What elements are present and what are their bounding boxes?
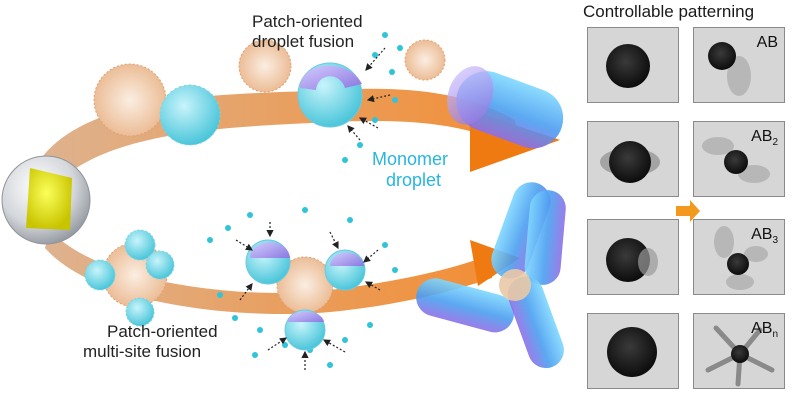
panel-title: Controllable patterning	[583, 2, 755, 21]
cyan-droplet-b3	[145, 250, 175, 280]
tem-tile-ab: AB	[693, 27, 785, 103]
multipod-bottom	[416, 182, 566, 369]
fuzzy-droplet-top	[93, 63, 167, 137]
label-top-fusion-1: Patch-oriented	[252, 12, 363, 31]
label-monomer-1: Monomer	[372, 149, 449, 169]
fuzzy-droplet-small	[238, 39, 292, 93]
label-monomer-2: droplet	[386, 170, 442, 190]
tem-tile-ab3: AB3	[693, 219, 785, 295]
tem-tile-left-2	[587, 121, 679, 197]
fuzzy-droplet-right	[404, 39, 446, 81]
tile-label-abn: ABn	[751, 320, 778, 341]
monomer-dots	[207, 32, 403, 368]
tile-label-ab3: AB3	[751, 226, 778, 247]
purple-cap-b2	[330, 252, 364, 266]
tem-tile-left-1	[587, 27, 679, 103]
purple-cap-top	[300, 65, 362, 90]
rod-top	[447, 66, 564, 149]
label-bottom-fusion-2: multi-site fusion	[83, 342, 202, 361]
cyan-droplet-b2	[84, 259, 116, 291]
label-bottom-fusion-1: Patch-oriented	[107, 322, 218, 341]
dashed-arrows-bottom	[235, 222, 381, 370]
purple-cap-b1	[250, 242, 290, 258]
tile-label-ab2: AB2	[751, 128, 778, 149]
tem-tile-left-3	[587, 219, 679, 295]
dashed-arrows-top	[347, 47, 391, 141]
label-top-fusion-2: droplet fusion	[252, 32, 355, 51]
tem-tile-ab2: AB2	[693, 121, 785, 197]
cyan-droplet-b1	[124, 229, 156, 261]
tem-tile-abn: ABn	[693, 313, 785, 389]
panel-arrow	[676, 200, 700, 222]
purple-cap-b3	[288, 311, 324, 322]
yellow-core	[26, 168, 72, 230]
cyan-droplet-b4	[125, 297, 155, 327]
cyan-droplet-top	[159, 84, 221, 146]
tile-label-ab: AB	[756, 34, 778, 51]
tem-tile-left-4	[587, 313, 679, 389]
